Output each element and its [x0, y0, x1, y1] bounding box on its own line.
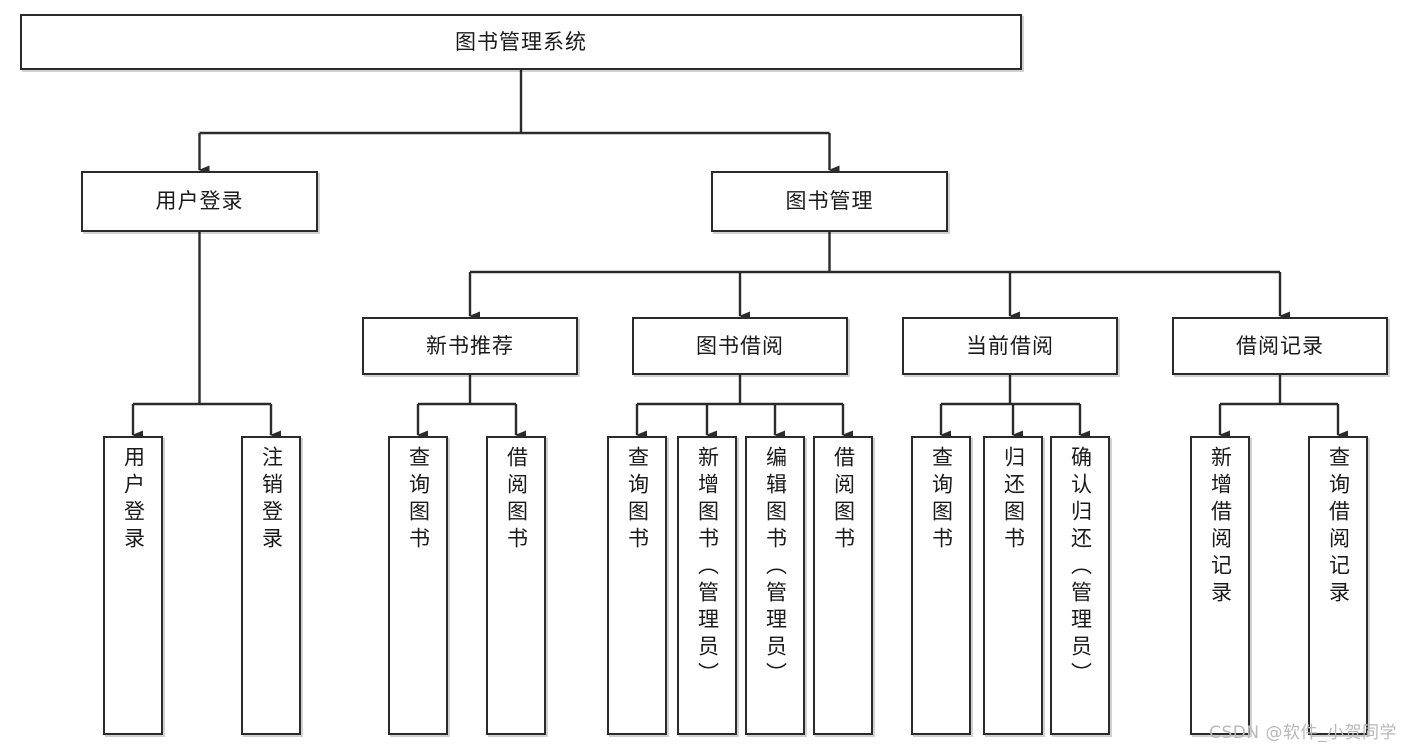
node-root[interactable]: 图书管理系统	[20, 14, 1022, 70]
node-book-borrow[interactable]: 图书借阅	[632, 317, 848, 375]
node-leaf-add-record[interactable]: 新增借阅记录	[1190, 436, 1250, 735]
node-leaf-borrow-book-bor[interactable]: 借阅图书	[813, 436, 873, 735]
node-leaf-confirm-return[interactable]: 确认归还（管理员）	[1050, 436, 1110, 735]
node-leaf-user-logout[interactable]: 注销登录	[241, 436, 301, 735]
node-label: 当前借阅	[966, 333, 1054, 358]
node-label: 用户登录	[121, 446, 146, 554]
node-label: 用户登录	[155, 189, 244, 214]
node-current-borrow[interactable]: 当前借阅	[902, 317, 1118, 375]
node-leaf-query-book-cur[interactable]: 查询图书	[911, 436, 971, 735]
node-leaf-edit-book[interactable]: 编辑图书（管理员）	[745, 436, 805, 735]
node-leaf-add-book[interactable]: 新增图书（管理员）	[677, 436, 737, 735]
node-book-manage[interactable]: 图书管理	[711, 171, 948, 232]
node-label: 新书推荐	[426, 333, 514, 358]
node-leaf-user-login[interactable]: 用户登录	[103, 436, 163, 735]
node-label: 确认归还（管理员）	[1068, 446, 1093, 689]
node-leaf-query-book-bor[interactable]: 查询图书	[607, 436, 667, 735]
node-label: 查询借阅记录	[1326, 446, 1351, 608]
node-label: 借阅记录	[1236, 333, 1324, 358]
node-borrow-record[interactable]: 借阅记录	[1172, 317, 1388, 375]
node-leaf-return-book[interactable]: 归还图书	[983, 436, 1043, 735]
node-label: 查询图书	[406, 446, 431, 554]
node-leaf-borrow-book-rec[interactable]: 借阅图书	[486, 436, 546, 735]
node-label: 归还图书	[1001, 446, 1026, 554]
node-leaf-query-record[interactable]: 查询借阅记录	[1308, 436, 1368, 735]
node-label: 查询图书	[929, 446, 954, 554]
node-label: 借阅图书	[831, 446, 856, 554]
node-label: 图书管理	[785, 189, 874, 214]
node-label: 借阅图书	[504, 446, 529, 554]
node-label: 新增借阅记录	[1208, 446, 1233, 608]
node-new-book-recommend[interactable]: 新书推荐	[362, 317, 578, 375]
node-label: 新增图书（管理员）	[695, 446, 720, 689]
node-label: 图书借阅	[696, 333, 784, 358]
node-label: 注销登录	[259, 446, 284, 554]
node-label: 图书管理系统	[455, 29, 587, 54]
node-label: 编辑图书（管理员）	[763, 446, 788, 689]
node-user-login[interactable]: 用户登录	[81, 171, 318, 232]
node-leaf-query-book-rec[interactable]: 查询图书	[388, 436, 448, 735]
node-label: 查询图书	[625, 446, 650, 554]
